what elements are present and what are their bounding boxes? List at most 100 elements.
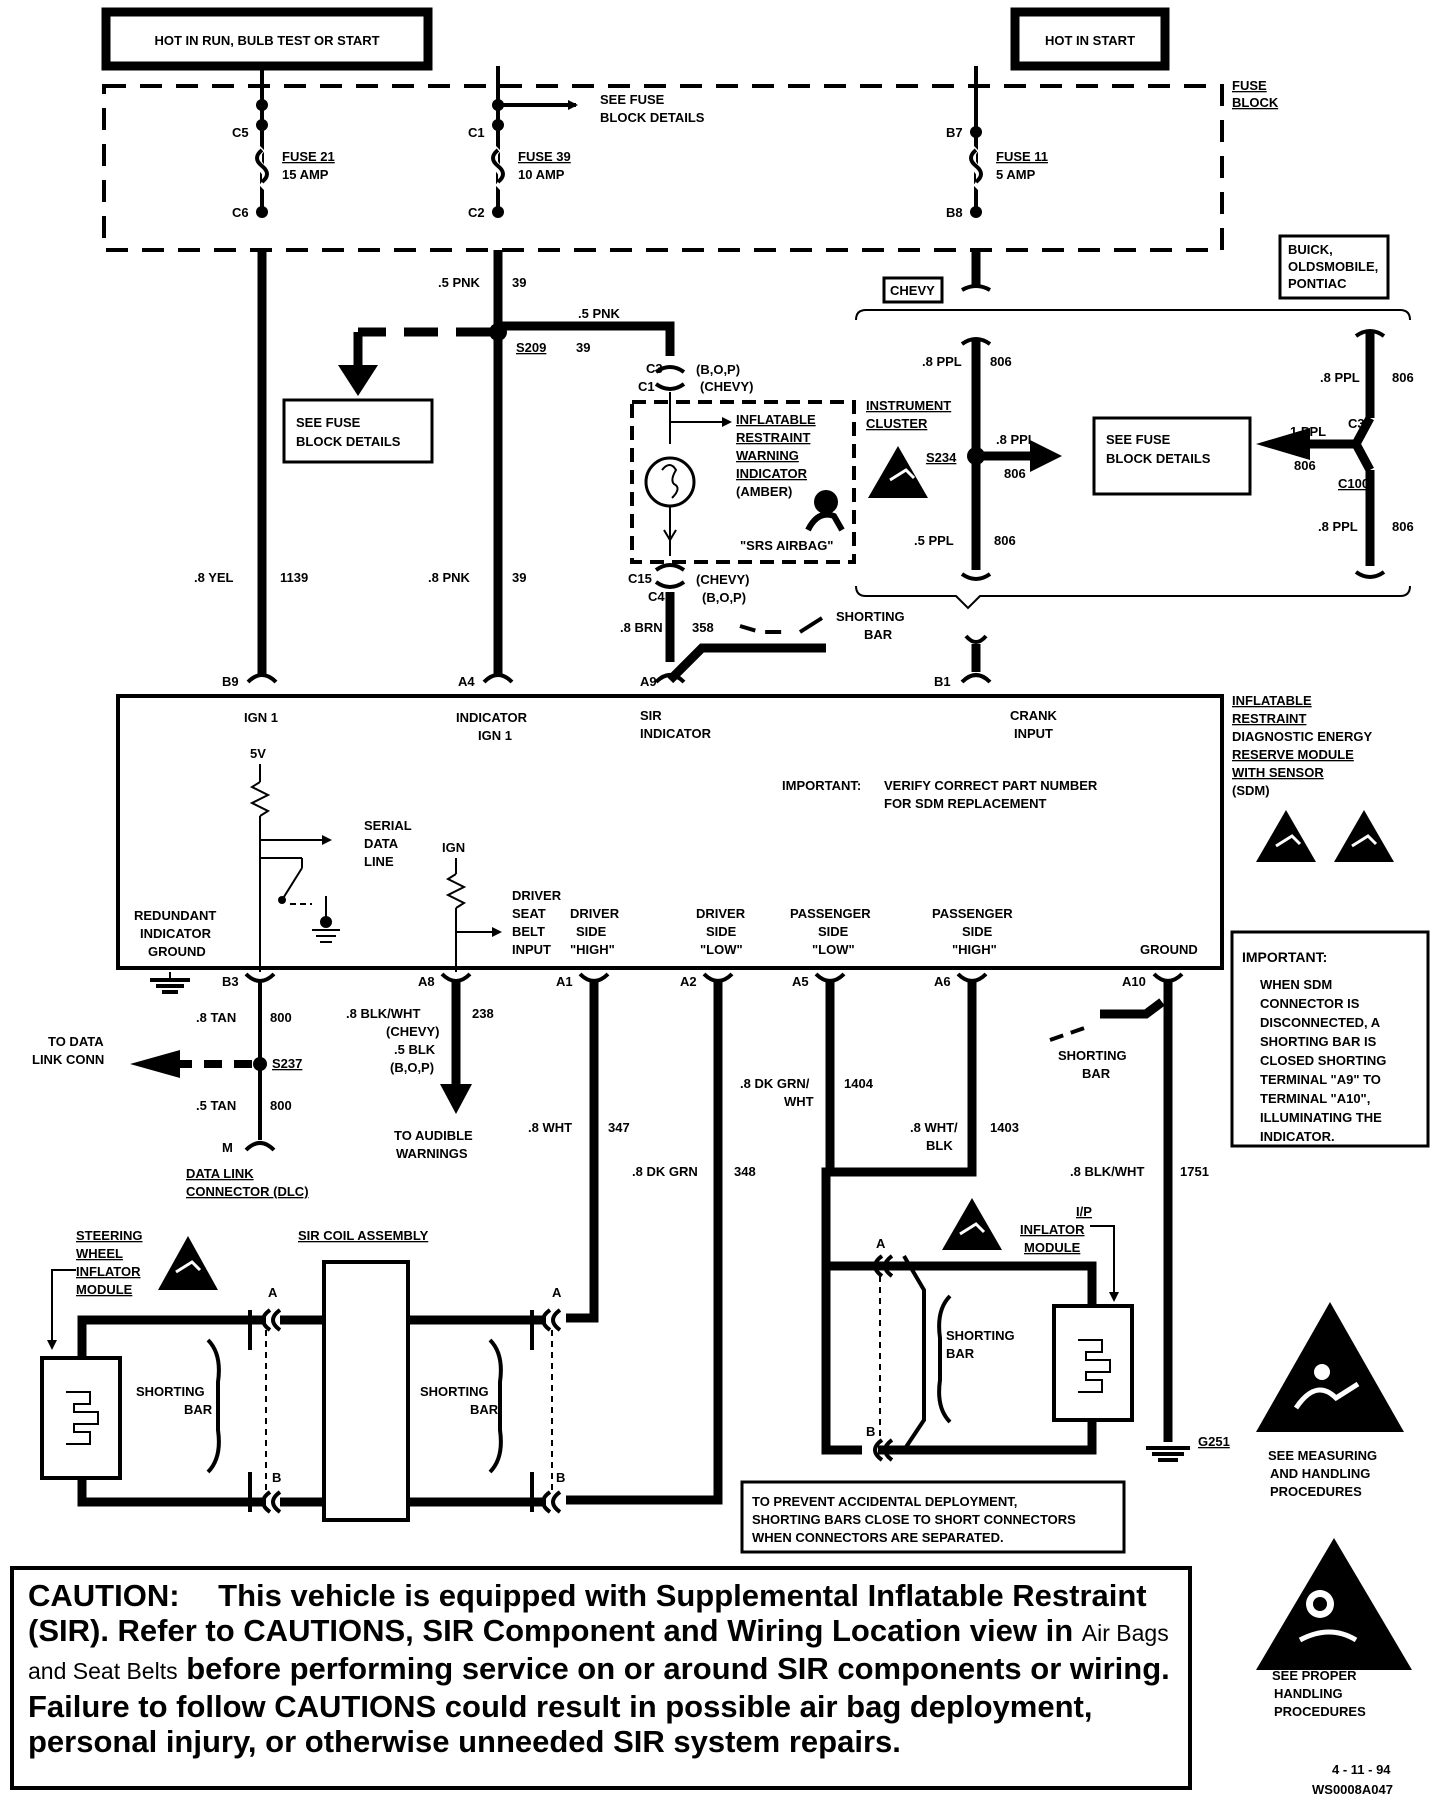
wire-39b-gauge: .5 PNK xyxy=(578,306,621,321)
wire-1751-circuit: 1751 xyxy=(1180,1164,1209,1179)
ip-inflator-module xyxy=(1052,1304,1134,1422)
ip-pin-a: A xyxy=(876,1236,886,1251)
wire-800a-gauge: .8 TAN xyxy=(196,1010,236,1025)
handling-1: SEE PROPER xyxy=(1272,1668,1357,1683)
caution-text-1: This vehicle is equipped with Supplement… xyxy=(28,1578,1147,1648)
sdm-seat-1: DRIVER xyxy=(512,888,562,903)
sdm-plow-3: "LOW" xyxy=(812,942,855,957)
wire-348-circuit: 348 xyxy=(734,1164,756,1179)
dlc-to-2: LINK CONN xyxy=(32,1052,104,1067)
steering-pin-b: B xyxy=(272,1470,281,1485)
variant-bop-1: BUICK, xyxy=(1288,242,1333,257)
supply-start-label: HOT IN START xyxy=(1045,33,1135,48)
wire-238-gauge-3: .5 BLK xyxy=(394,1042,436,1057)
sdm-ign1: IGN 1 xyxy=(244,710,278,725)
fuse21-rating: 15 AMP xyxy=(282,167,329,182)
wire-806f-gauge: .8 PPL xyxy=(1318,519,1358,534)
measure-2: AND HANDLING xyxy=(1270,1466,1370,1481)
fuse11-top-pin: B7 xyxy=(946,125,963,140)
sdm-ign-resistor xyxy=(445,873,467,909)
sdm-seat-4: INPUT xyxy=(512,942,551,957)
dlc-pin-m: M xyxy=(222,1140,233,1155)
cluster-bop-top: (B,O,P) xyxy=(696,362,740,377)
wire-347-gauge: .8 WHT xyxy=(528,1120,572,1135)
important-note-5: CLOSED SHORTING xyxy=(1260,1053,1386,1068)
wire-1139-circuit: 1139 xyxy=(280,570,308,585)
cluster-indicator-1: INFLATABLE xyxy=(736,412,816,427)
important-note-1: WHEN SDM xyxy=(1260,977,1332,992)
splice-s237: S237 xyxy=(272,1056,302,1071)
supply-hot-in-start: HOT IN START xyxy=(1010,7,1170,71)
sdm-serial-1: SERIAL xyxy=(364,818,412,833)
ground-g251: G251 xyxy=(1198,1434,1230,1449)
fuse21-name: FUSE 21 xyxy=(282,149,335,164)
sdm-seat-3: BELT xyxy=(512,924,545,939)
sdm-crank-1: CRANK xyxy=(1010,708,1058,723)
wire-358-circuit: 358 xyxy=(692,620,714,635)
variant-bop-3: PONTIAC xyxy=(1288,276,1347,291)
sdm-pin-a2: A2 xyxy=(680,974,697,989)
fuse-39-symbol xyxy=(491,148,505,184)
steering-2: WHEEL xyxy=(76,1246,123,1261)
esd-warning-icon-ip xyxy=(942,1198,1002,1250)
sdm-pin-a1: A1 xyxy=(556,974,573,989)
sdm-title-5: WITH SENSOR xyxy=(1232,765,1324,780)
cluster-c1: C1 xyxy=(638,379,655,394)
sdm-indicator-1: INDICATOR xyxy=(456,710,528,725)
sdm-redundant-1: REDUNDANT xyxy=(134,908,216,923)
fuse11-bottom-pin: B8 xyxy=(946,205,963,220)
wire-238-gauge-4: (B,O,P) xyxy=(390,1060,434,1075)
coil-pin-b: B xyxy=(556,1470,565,1485)
dlc-name-2: CONNECTOR (DLC) xyxy=(186,1184,309,1199)
sdm-title-1: INFLATABLE xyxy=(1232,693,1312,708)
ip-1: I/P xyxy=(1076,1204,1092,1219)
fuse11-rating: 5 AMP xyxy=(996,167,1036,182)
airbag-handling-warning-icon xyxy=(1256,1538,1412,1670)
sdm-dlow-2: SIDE xyxy=(706,924,737,939)
wire-800a-circuit: 800 xyxy=(270,1010,292,1025)
sdm-serial-3: LINE xyxy=(364,854,394,869)
dlc-to-1: TO DATA xyxy=(48,1034,104,1049)
fuse39-rating: 10 AMP xyxy=(518,167,565,182)
important-note-4: SHORTING BAR IS xyxy=(1260,1034,1377,1049)
sdm-pin-a5: A5 xyxy=(792,974,809,989)
sdm-pin-a8: A8 xyxy=(418,974,435,989)
sdm-ign: IGN xyxy=(442,840,465,855)
fuse-details-right-2: BLOCK DETAILS xyxy=(1106,451,1211,466)
sir-coil-assembly xyxy=(322,1260,410,1522)
measure-3: PROCEDURES xyxy=(1270,1484,1362,1499)
wire-39a-gauge: .5 PNK xyxy=(438,275,481,290)
wire-39b-circuit: 39 xyxy=(576,340,590,355)
wire-347-circuit: 347 xyxy=(608,1120,630,1135)
sdm-indicator-2: IGN 1 xyxy=(478,728,512,743)
sdm-ground: GROUND xyxy=(1140,942,1198,957)
cluster-c15: C15 xyxy=(628,571,652,586)
fuse-details-left-1: SEE FUSE xyxy=(296,415,361,430)
sdm-crank-2: INPUT xyxy=(1014,726,1053,741)
sdm-phigh-3: "HIGH" xyxy=(952,942,997,957)
sdm-pin-b3: B3 xyxy=(222,974,239,989)
wire-1404-gauge-1: .8 DK GRN/ xyxy=(740,1076,810,1091)
coil-pin-a: A xyxy=(552,1285,562,1300)
sdm-redundant-2: INDICATOR xyxy=(140,926,212,941)
sdm-5v: 5V xyxy=(250,746,266,761)
fuse-block-title-1: FUSE xyxy=(1232,78,1267,93)
footer-code: WS0008A047 xyxy=(1312,1782,1393,1797)
cluster-title-2: CLUSTER xyxy=(866,416,928,431)
sdm-redundant-3: GROUND xyxy=(148,944,206,959)
sdm-important-1: VERIFY CORRECT PART NUMBER xyxy=(884,778,1098,793)
wire-348-gauge: .8 DK GRN xyxy=(632,1164,698,1179)
wire-358-gauge: .8 BRN xyxy=(620,620,663,635)
sdm-title-4: RESERVE MODULE xyxy=(1232,747,1354,762)
fuse-details-box-left xyxy=(282,398,434,464)
wire-238-circuit: 238 xyxy=(472,1006,494,1021)
important-note-6: TERMINAL "A9" TO xyxy=(1260,1072,1381,1087)
ip-pin-b: B xyxy=(866,1424,875,1439)
caution-text-3: before performing service on or around S… xyxy=(28,1651,1170,1759)
prevent-deployment-note xyxy=(740,1480,1126,1554)
sdm-dhigh-3: "HIGH" xyxy=(570,942,615,957)
cluster-srs-airbag: "SRS AIRBAG" xyxy=(740,538,833,553)
variant-bracket-top xyxy=(855,309,1411,321)
wire-806d-gauge: .8 PPL xyxy=(1320,370,1360,385)
shorting-bar-sdm-2: BAR xyxy=(1082,1066,1111,1081)
